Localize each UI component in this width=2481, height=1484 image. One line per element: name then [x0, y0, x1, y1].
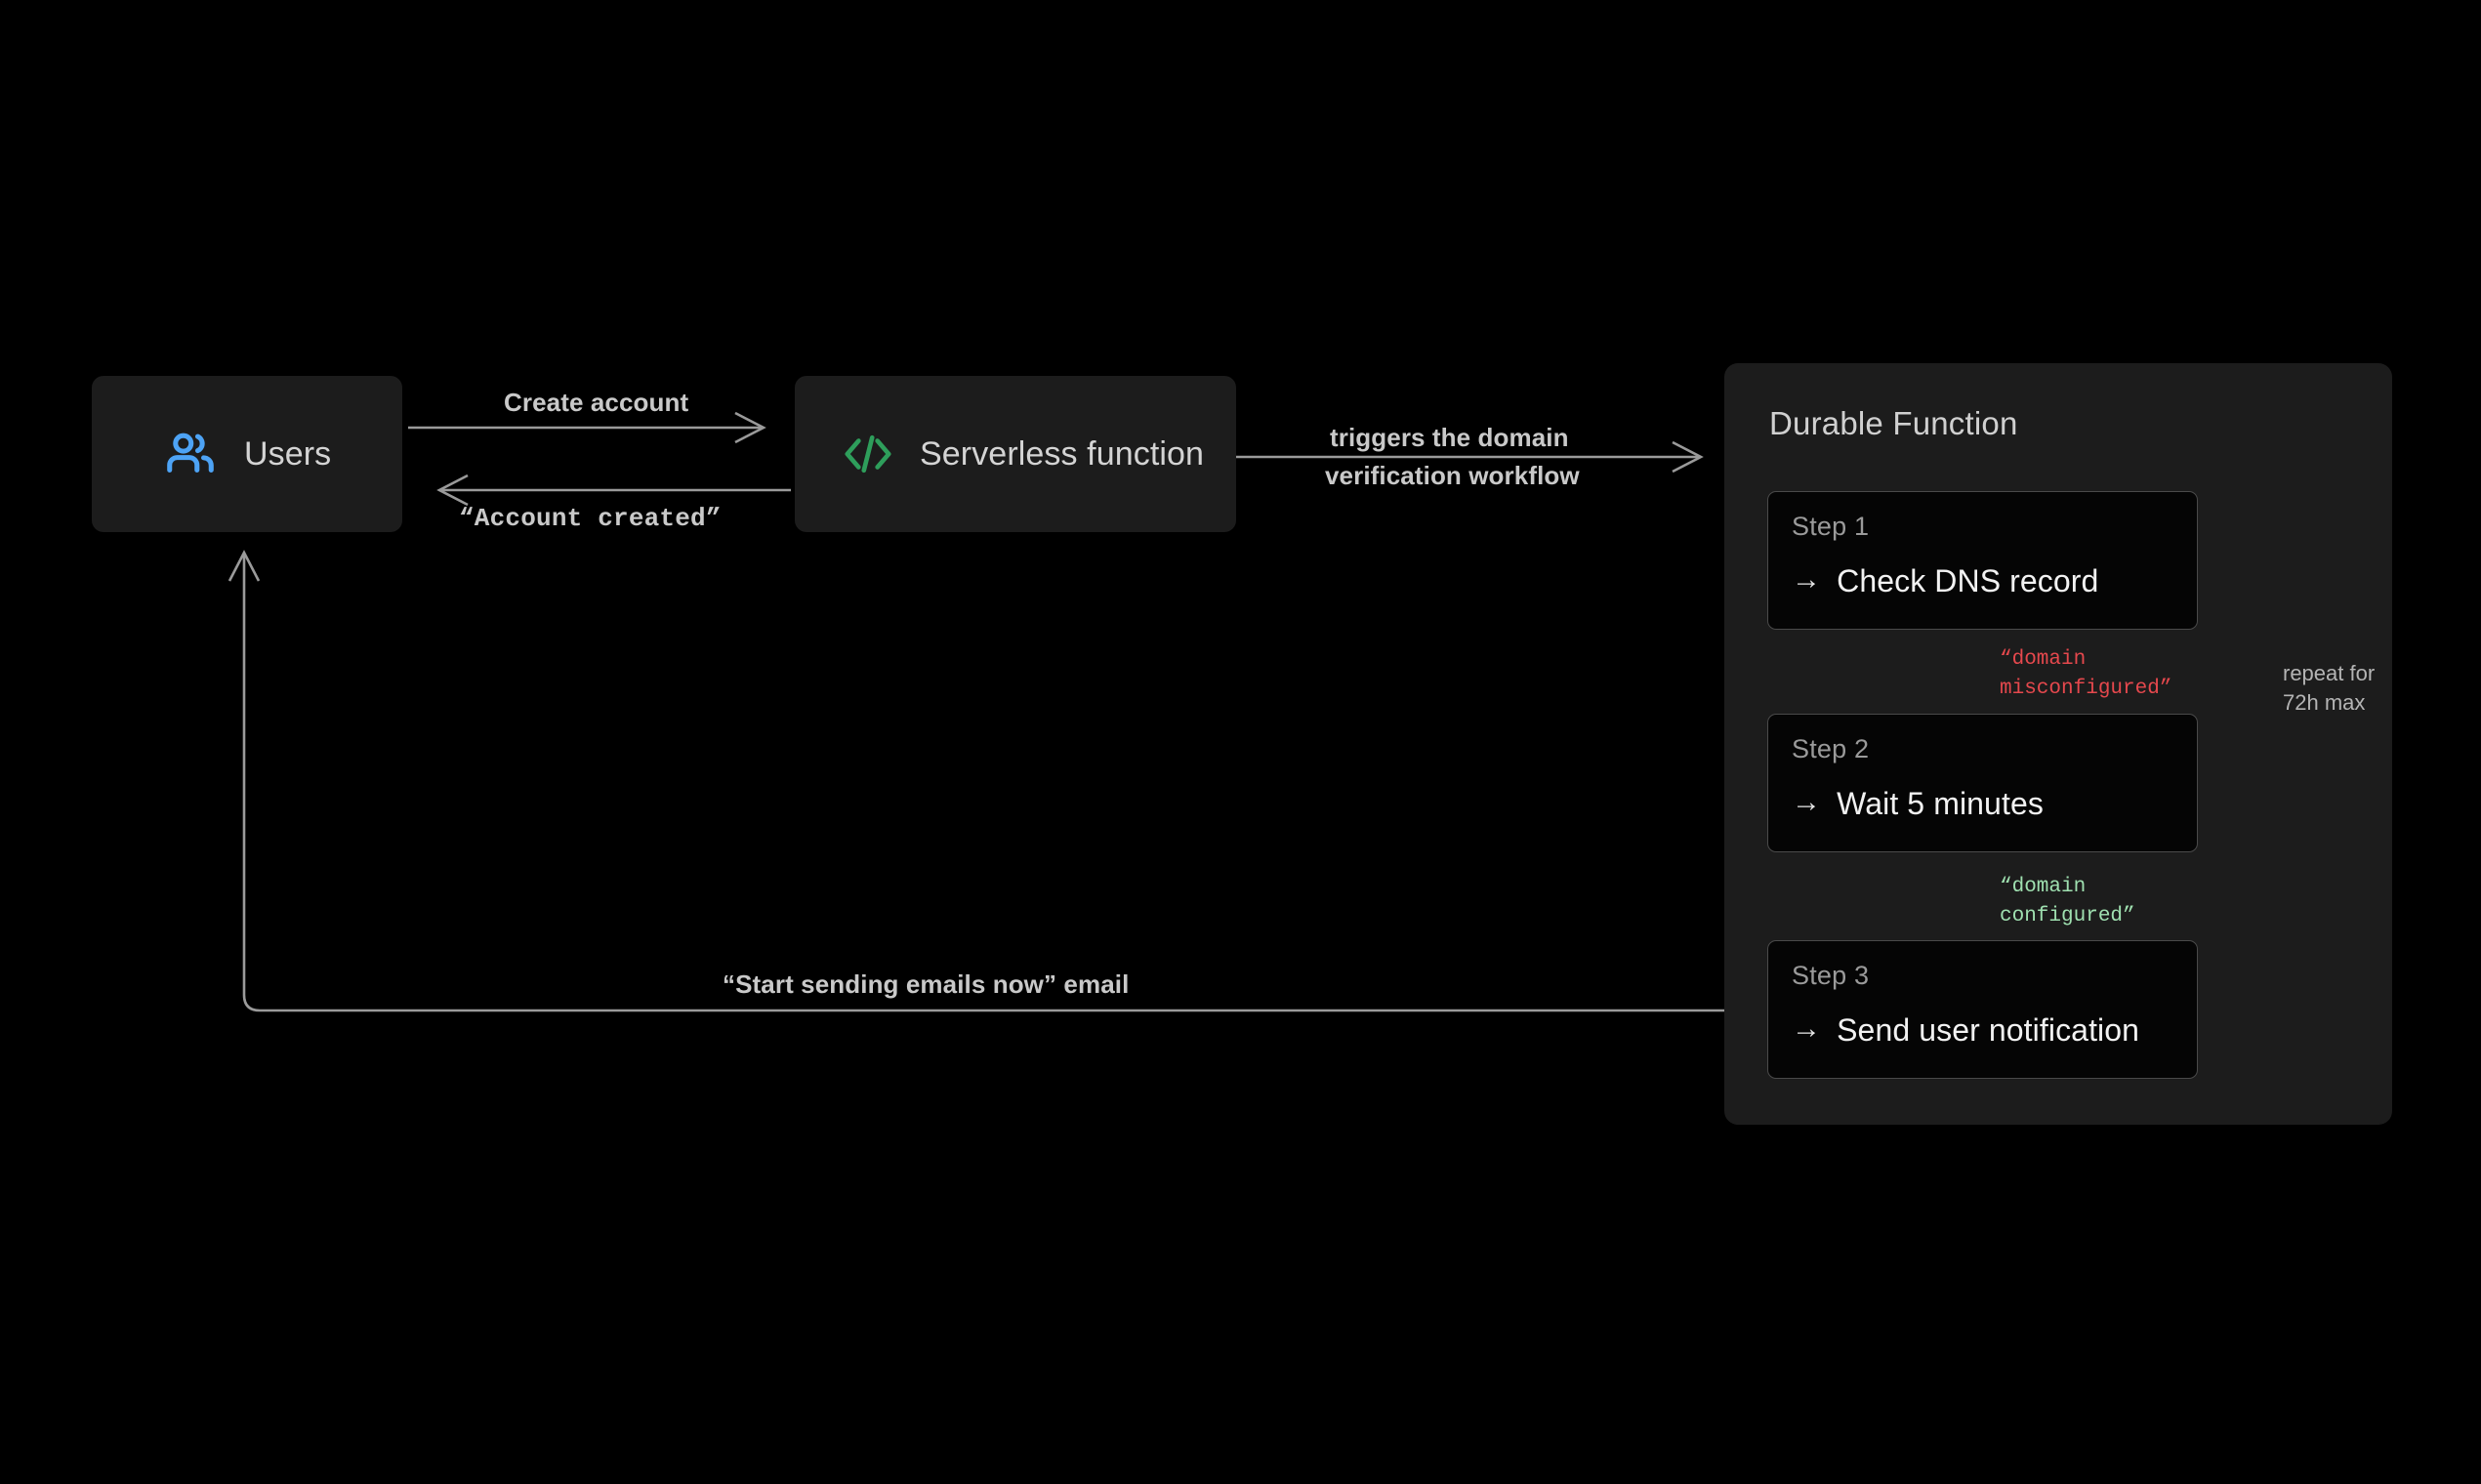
node-serverless-function-label: Serverless function — [920, 434, 1205, 473]
step-2-kicker: Step 2 — [1792, 734, 1870, 763]
step-box-2[interactable]: Step 2 → Wait 5 minutes — [1767, 714, 2198, 852]
users-icon — [162, 426, 219, 482]
step-1-title: Check DNS record — [1837, 563, 2099, 598]
edge-label-account-created: “Account created” — [459, 504, 722, 533]
edge-label-repeat-72h: repeat for 72h max — [2283, 659, 2375, 717]
step-3-kicker: Step 3 — [1792, 961, 1870, 990]
domain-misconfigured-line2: misconfigured” — [2000, 678, 2172, 701]
edge-label-triggers-line2: verification workflow — [1325, 461, 1580, 490]
domain-configured-line1: “domain — [2000, 876, 2087, 898]
step-1-title-row: → Check DNS record — [1792, 563, 2197, 598]
step-box-1[interactable]: Step 1 → Check DNS record — [1767, 491, 2198, 630]
step-arrow-icon: → — [1792, 786, 1822, 818]
edge-label-triggers-line1: triggers the domain — [1330, 423, 1569, 452]
repeat-line2: 72h max — [2283, 689, 2366, 715]
step-2-title-row: → Wait 5 minutes — [1792, 786, 2197, 821]
node-users-label: Users — [244, 434, 332, 473]
edge-label-domain-configured: “domain configured” — [2000, 873, 2135, 932]
durable-function-title: Durable Function — [1769, 405, 2018, 441]
step-1-kicker: Step 1 — [1792, 512, 1870, 541]
edge-label-create-account: Create account — [504, 388, 689, 417]
node-serverless-function[interactable]: Serverless function — [795, 376, 1236, 532]
domain-configured-line2: configured” — [2000, 905, 2135, 928]
repeat-line1: repeat for — [2283, 661, 2376, 685]
node-users[interactable]: Users — [92, 376, 402, 532]
edge-label-domain-misconfigured: “domain misconfigured” — [2000, 645, 2171, 705]
code-brackets-icon — [842, 433, 894, 475]
step-3-title-row: → Send user notification — [1792, 1012, 2197, 1048]
step-3-title: Send user notification — [1837, 1012, 2140, 1048]
step-arrow-icon: → — [1792, 563, 1822, 596]
edge-label-start-sending-emails: “Start sending emails now” email — [723, 969, 1130, 999]
step-arrow-icon: → — [1792, 1012, 1822, 1045]
domain-misconfigured-line1: “domain — [2000, 648, 2087, 671]
step-box-3[interactable]: Step 3 → Send user notification — [1767, 940, 2198, 1079]
edge-notification-to-users — [227, 550, 1767, 1012]
step-2-title: Wait 5 minutes — [1837, 786, 2044, 821]
